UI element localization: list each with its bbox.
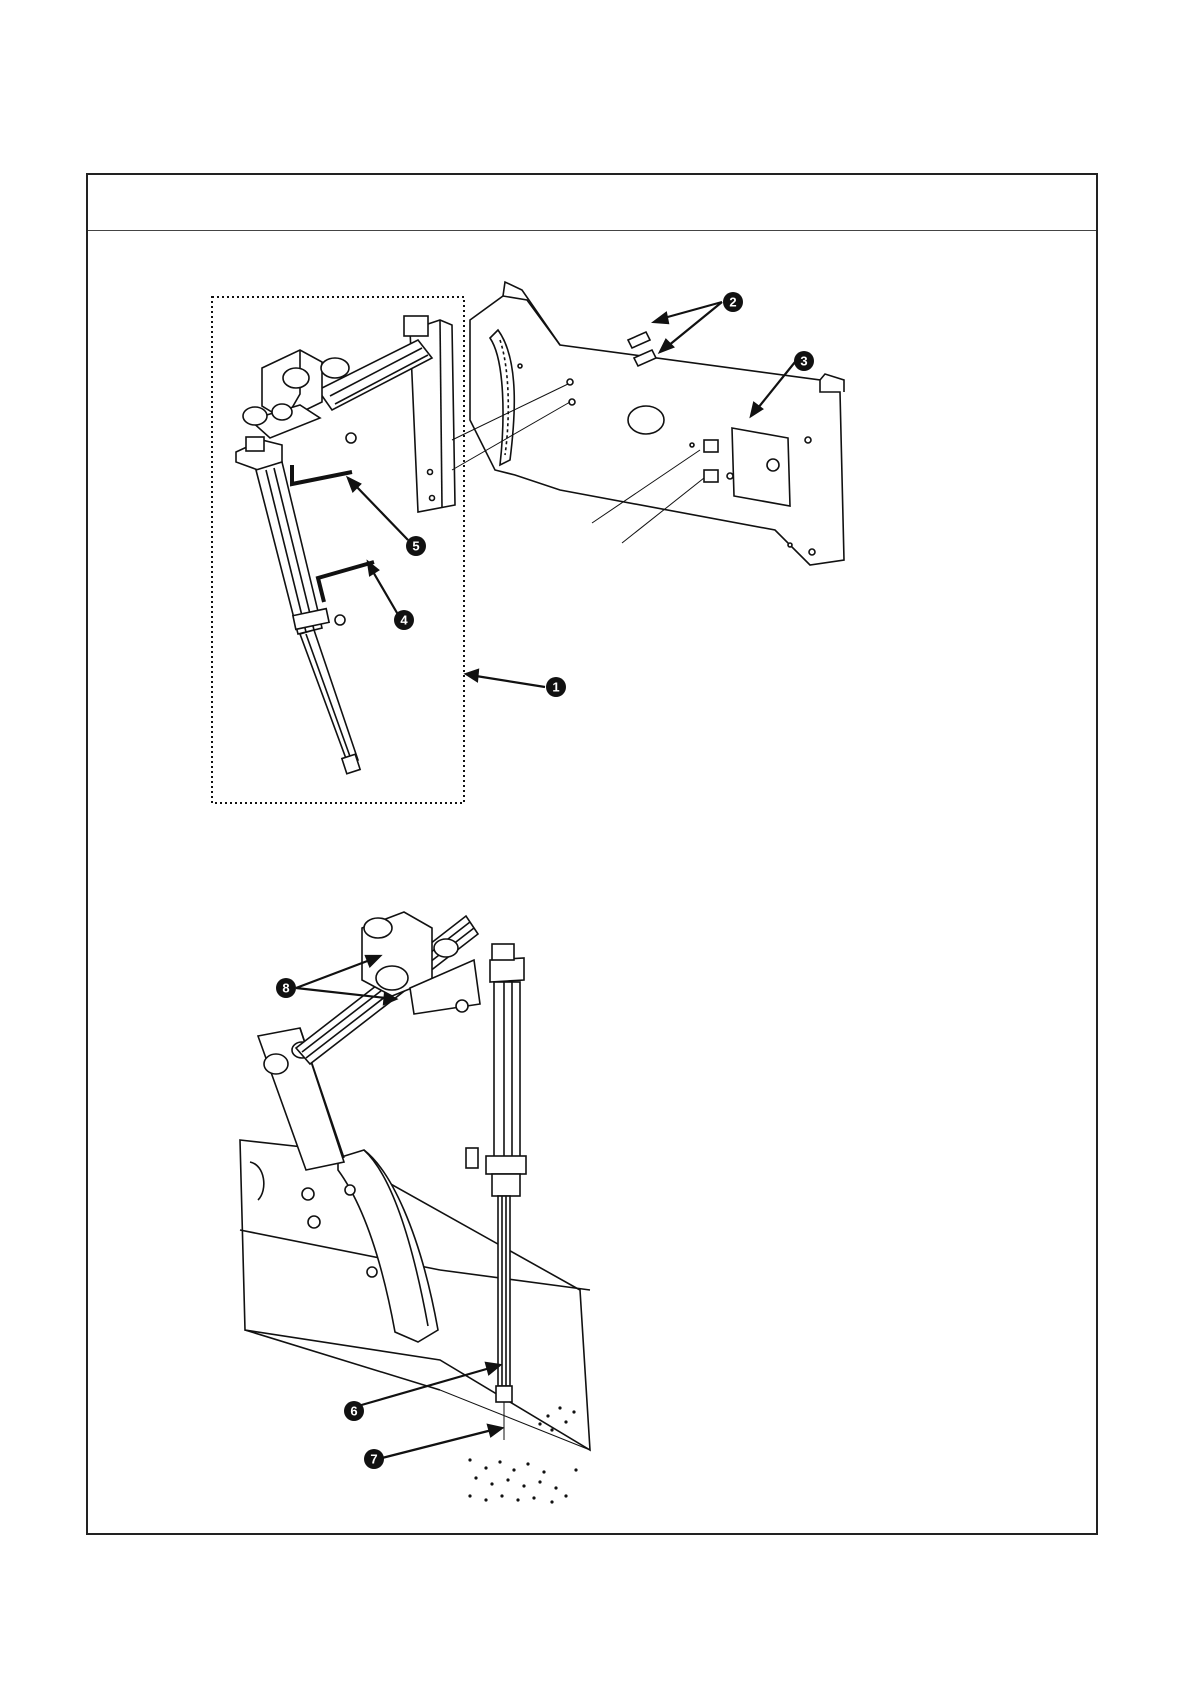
callout-3: 3 <box>794 351 814 371</box>
svg-text:3: 3 <box>800 354 807 369</box>
top-figure <box>212 282 844 803</box>
svg-text:2: 2 <box>729 295 736 310</box>
callout-4: 4 <box>394 610 414 630</box>
mounting-plate <box>470 282 844 565</box>
svg-text:5: 5 <box>412 539 419 554</box>
callout-7: 7 <box>364 1449 384 1469</box>
svg-text:7: 7 <box>370 1452 377 1467</box>
svg-text:4: 4 <box>400 613 408 628</box>
bottom-figure <box>240 912 590 1504</box>
callout-6: 6 <box>344 1401 364 1421</box>
callout-2: 2 <box>723 292 743 312</box>
callout-8: 8 <box>276 978 296 998</box>
hex-key-small <box>318 562 374 602</box>
callout-1: 1 <box>546 677 566 697</box>
svg-text:8: 8 <box>282 981 289 996</box>
svg-text:1: 1 <box>552 680 559 695</box>
callout-5: 5 <box>406 536 426 556</box>
hex-key-large <box>292 465 352 484</box>
svg-text:6: 6 <box>350 1404 357 1419</box>
guide-rod <box>236 437 360 774</box>
